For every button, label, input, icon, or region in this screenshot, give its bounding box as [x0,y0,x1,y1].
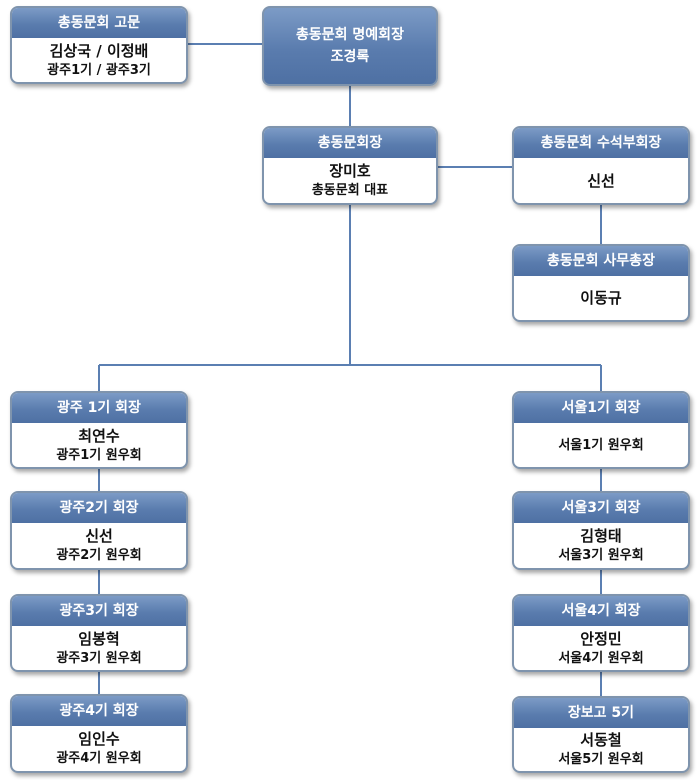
seoul4-name: 안정민 [580,629,622,648]
seoul3-sub: 서울3기 원우회 [558,548,644,563]
seoul1-title: 서울1기 회장 [514,393,688,423]
honorary-title: 총동문회 명예회장 [296,27,404,43]
president-title: 총동문회장 [264,128,436,158]
seoul3-name: 김형태 [580,527,622,545]
gwangju2-sub: 광주2기 원우회 [56,548,142,563]
senior-vp-box: 총동문회 수석부회장 신선 [512,126,690,205]
gwangju1-box: 광주 1기 회장 최연수 광주1기 원우회 [10,391,188,469]
gwangju4-sub: 광주4기 원우회 [56,751,142,766]
gwangju4-name: 임인수 [78,730,120,748]
gwangju2-box: 광주2기 회장 신선 광주2기 원우회 [10,491,188,570]
advisor-name: 김상국 / 이정배 [49,41,149,60]
advisor-box: 총동문회 고문 김상국 / 이정배 광주1기 / 광주3기 [10,6,188,84]
gwangju4-box: 광주4기 회장 임인수 광주4기 원우회 [10,694,188,773]
honorary-name: 조경록 [330,49,370,65]
secretary-general-title: 총동문회 사무총장 [514,246,688,276]
president-sub: 총동문회 대표 [311,183,389,198]
seoul1-sub: 서울1기 원우회 [558,437,644,453]
jangbogo5-title: 장보고 5기 [514,698,688,728]
gwangju1-name: 최연수 [78,426,120,445]
gwangju2-name: 신선 [85,527,113,545]
jangbogo5-name: 서동철 [580,731,622,749]
jangbogo5-box: 장보고 5기 서동철 서울5기 원우회 [512,696,690,773]
gwangju3-sub: 광주3기 원우회 [56,650,142,666]
seoul1-box: 서울1기 회장 서울1기 원우회 [512,391,690,469]
gwangju1-title: 광주 1기 회장 [12,393,186,423]
gwangju3-title: 광주3기 회장 [12,596,186,626]
gwangju3-box: 광주3기 회장 임봉혁 광주3기 원우회 [10,594,188,672]
advisor-title: 총동문회 고문 [12,8,186,38]
secretary-general-name: 이동규 [580,289,622,307]
gwangju3-name: 임봉혁 [78,629,120,648]
jangbogo5-sub: 서울5기 원우회 [558,752,644,767]
advisor-sub: 광주1기 / 광주3기 [47,62,151,78]
seoul3-box: 서울3기 회장 김형태 서울3기 원우회 [512,491,690,570]
seoul4-title: 서울4기 회장 [514,596,688,626]
seoul3-title: 서울3기 회장 [514,493,688,523]
seoul4-sub: 서울4기 원우회 [558,650,644,666]
secretary-general-box: 총동문회 사무총장 이동규 [512,244,690,322]
senior-vp-title: 총동문회 수석부회장 [514,128,688,158]
president-name: 장미호 [329,162,371,180]
president-box: 총동문회장 장미호 총동문회 대표 [262,126,438,205]
honorary-president-box: 총동문회 명예회장 조경록 [262,6,438,86]
gwangju4-title: 광주4기 회장 [12,696,186,726]
gwangju1-sub: 광주1기 원우회 [56,447,142,463]
gwangju2-title: 광주2기 회장 [12,493,186,523]
seoul4-box: 서울4기 회장 안정민 서울4기 원우회 [512,594,690,672]
senior-vp-name: 신선 [587,171,615,190]
